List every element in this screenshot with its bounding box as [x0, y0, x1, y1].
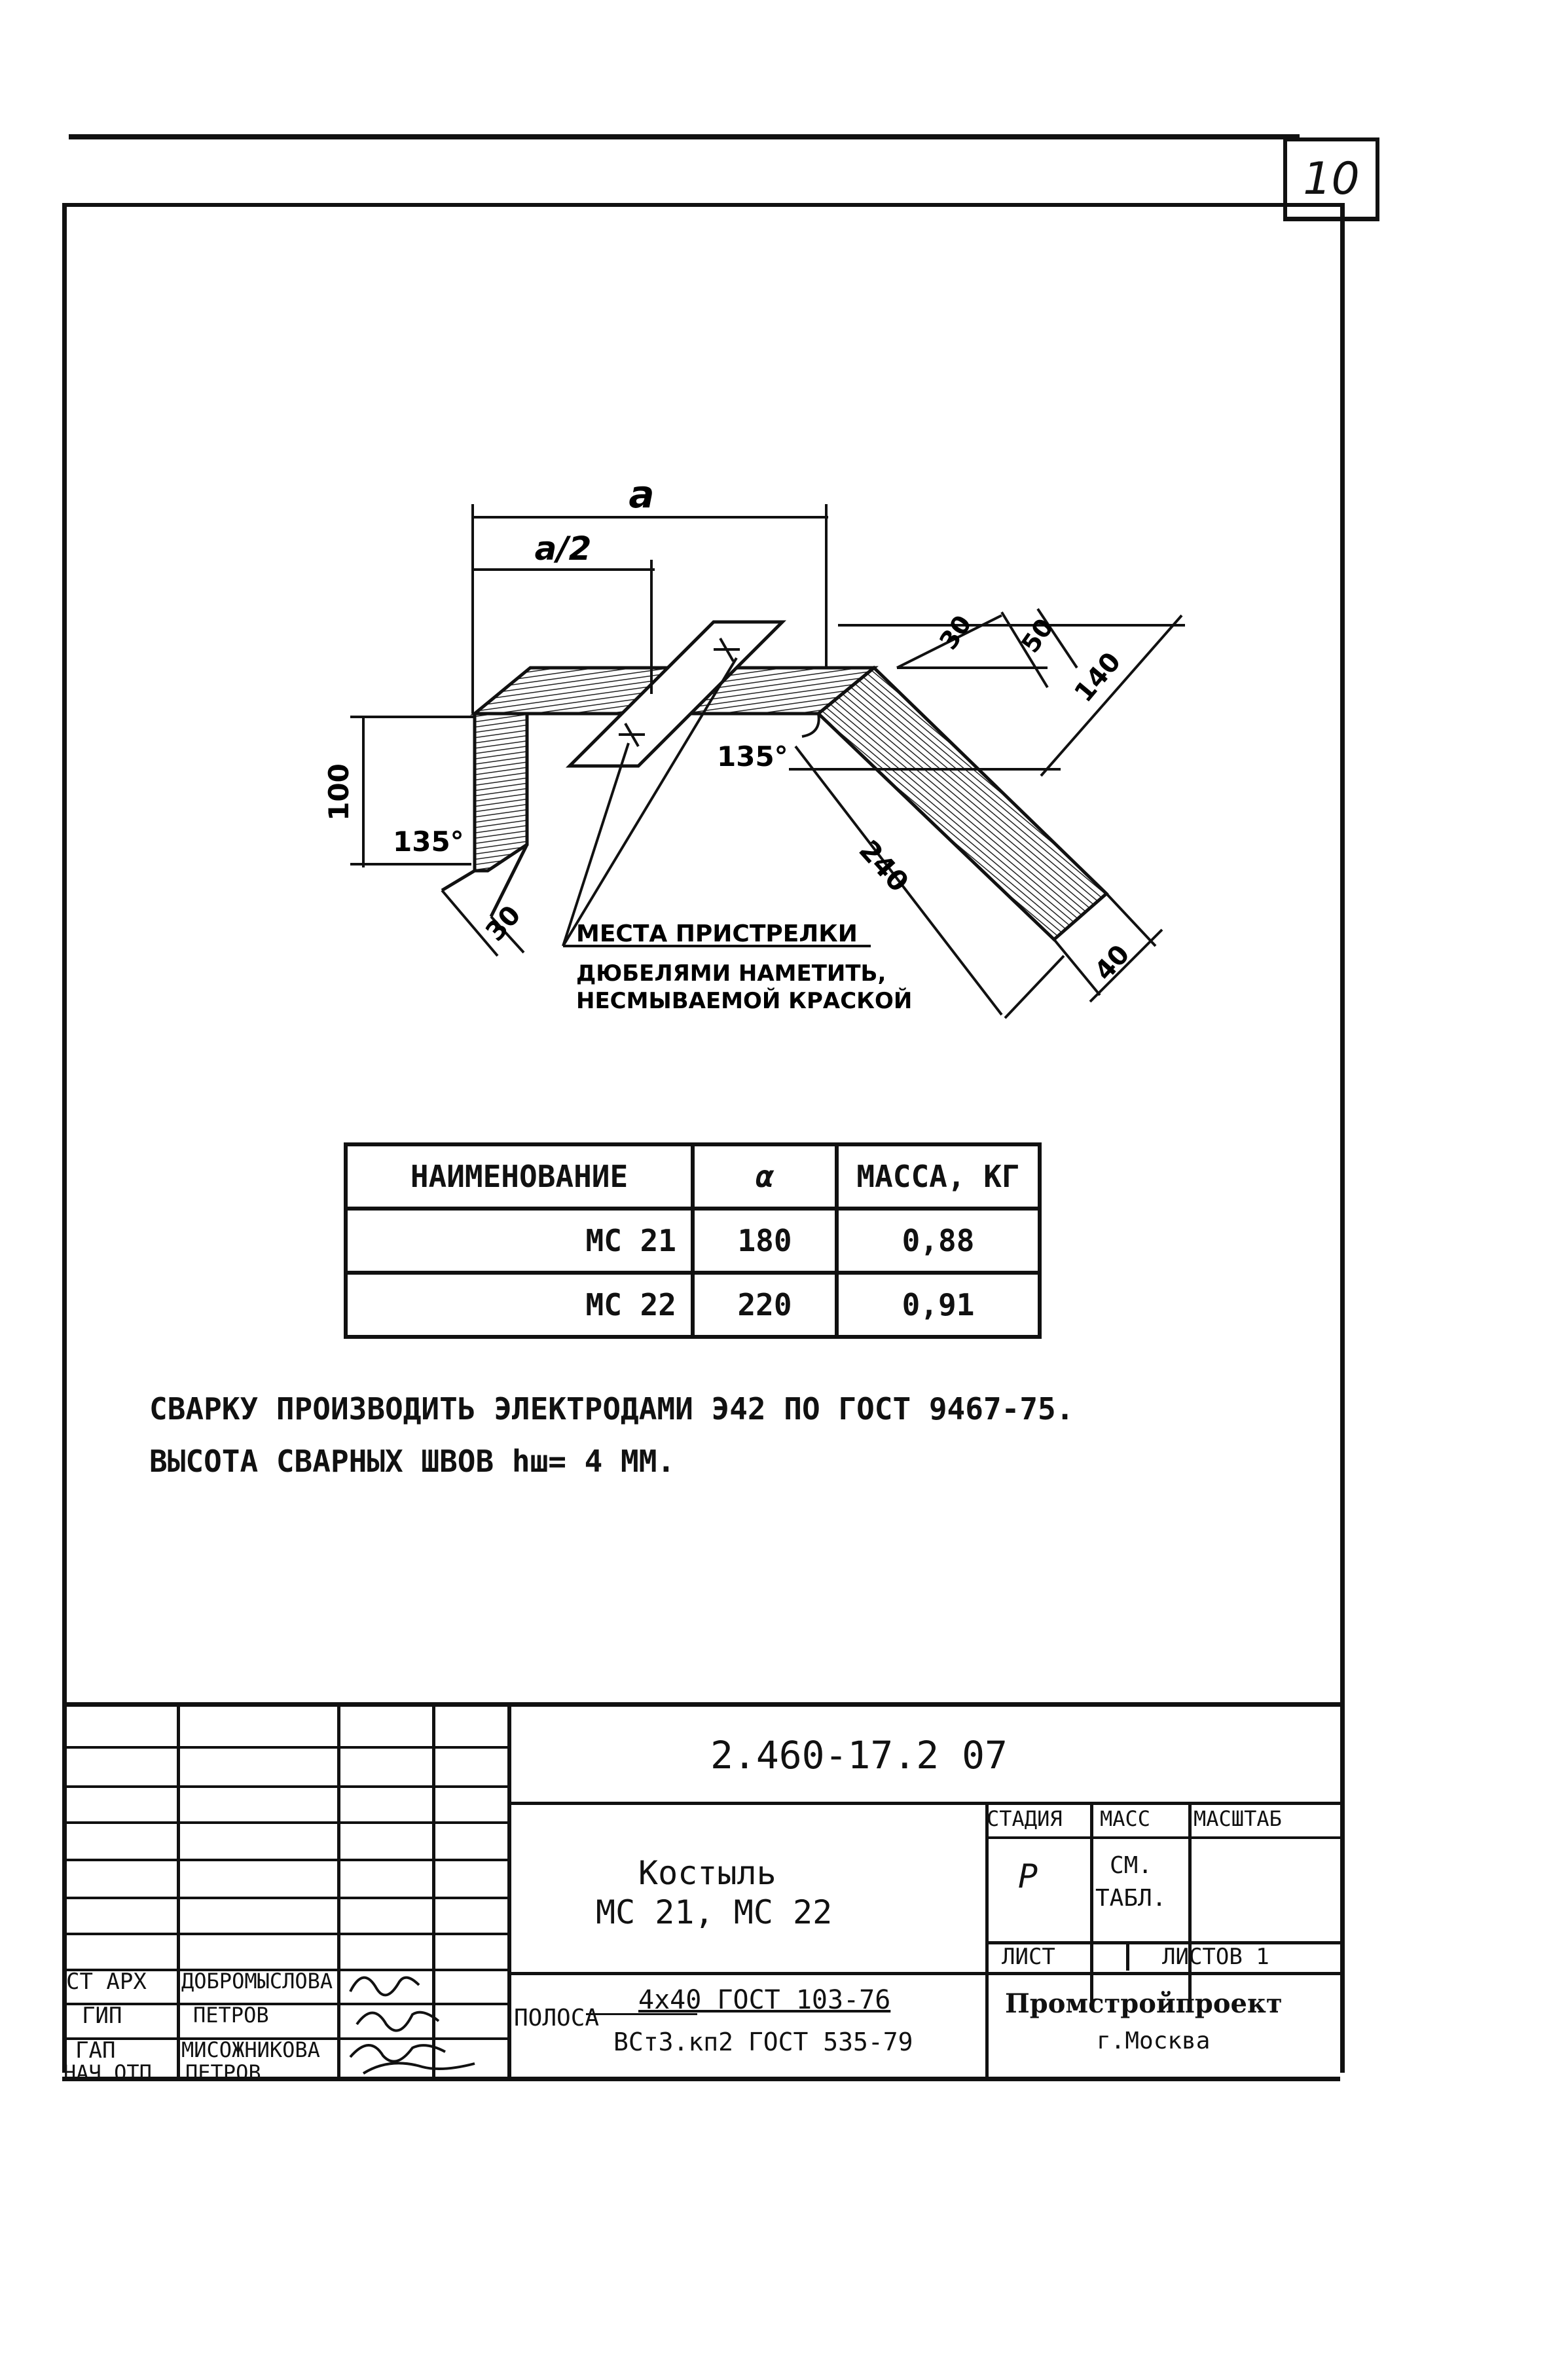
- spec-cell-name: МС 22: [344, 1271, 695, 1339]
- signer-role: ГАП: [75, 2037, 116, 2064]
- sheets-label: ЛИСТОВ 1: [1162, 1944, 1269, 1970]
- spec-cell-a: 180: [691, 1207, 839, 1275]
- tb-vline: [985, 1802, 989, 2077]
- stage-value: Р: [1018, 1857, 1038, 1895]
- org-name: Промстройпроект: [1005, 1988, 1283, 2019]
- spec-cell-name: МС 21: [344, 1207, 695, 1275]
- product-name-line1: Костыль: [638, 1854, 776, 1892]
- signer-name: ДОБРОМЫСЛОВА: [181, 1969, 333, 1994]
- signer-role: СТ АРХ: [66, 1969, 147, 1995]
- material-leader: [586, 2013, 697, 2015]
- mass-value-2: ТАБЛ.: [1095, 1885, 1167, 1912]
- tb-vline: [1090, 1802, 1093, 2008]
- angle-left: 135°: [393, 826, 464, 858]
- bracket-left-leg: [473, 712, 529, 873]
- tb-hline: [62, 2003, 509, 2005]
- spec-header-a: α: [691, 1142, 839, 1211]
- dim-30-top: 30: [934, 610, 977, 655]
- tb-vline: [1126, 1941, 1129, 1971]
- tb-hline: [62, 1897, 509, 1899]
- nailing-template: [565, 620, 787, 768]
- note-welding: СВАРКУ ПРОИЗВОДИТЬ ЭЛЕКТРОДАМИ Э42 ПО ГО…: [149, 1391, 1074, 1427]
- spec-cell-mass: 0,88: [835, 1207, 1042, 1275]
- tb-hline: [62, 1859, 509, 1861]
- callout-line1: МЕСТА ПРИСТРЕЛКИ: [576, 920, 858, 947]
- signer-role: ГИП: [82, 2003, 122, 2029]
- tb-hline: [985, 1941, 1340, 1944]
- tb-vline: [507, 1707, 511, 2077]
- sheet-label: ЛИСТ: [1002, 1944, 1055, 1970]
- spec-cell-a: 220: [691, 1271, 839, 1339]
- spec-table: НАИМЕНОВАНИЕ α МАССА, КГ МС 21 180 0,88 …: [344, 1142, 1042, 1339]
- spec-header-row: НАИМЕНОВАНИЕ α МАССА, КГ: [344, 1142, 1042, 1211]
- material-line2: ВСт3.кп2 ГОСТ 535-79: [613, 2028, 913, 2056]
- dim-100: 100: [323, 763, 355, 821]
- angle-mid: 135°: [717, 740, 788, 773]
- table-row: МС 22 220 0,91: [344, 1271, 1042, 1339]
- callout-line3: НЕСМЫВАЕМОЙ КРАСКОЙ: [576, 987, 912, 1014]
- title-block: СТ АРХ ДОБРОМЫСЛОВА ГИП ПЕТРОВ ГАП МИСОЖ…: [62, 1702, 1340, 2085]
- spec-header-mass: МАССА, КГ: [835, 1142, 1042, 1211]
- table-row: МС 21 180 0,88: [344, 1207, 1042, 1275]
- dim-a-half: a/2: [535, 530, 592, 568]
- dim-40: 40: [1089, 939, 1135, 987]
- dim-a: a: [629, 472, 654, 517]
- material-line1: 4х40 ГОСТ 103-76: [638, 1985, 891, 2015]
- bracket-diagonal-leg: [816, 665, 1109, 942]
- signer-name: МИСОЖНИКОВА: [181, 2037, 320, 2062]
- tb-vline: [337, 1707, 340, 2077]
- tb-vline: [1188, 1802, 1192, 2008]
- tb-vline: [177, 1707, 180, 2077]
- tb-vline: [432, 1707, 435, 2077]
- drawing-frame: [62, 203, 1345, 2073]
- dim-50: 50: [1015, 613, 1059, 659]
- col-stage: СТАДИЯ: [987, 1806, 1063, 1831]
- signer-role: НАЧ ОТП: [64, 2060, 152, 2085]
- product-name-line2: МС 21, МС 22: [596, 1893, 833, 1931]
- spec-cell-mass: 0,91: [835, 1271, 1042, 1339]
- tb-hline: [62, 2037, 509, 2040]
- callout-line2: ДЮБЕЛЯМИ НАМЕТИТЬ,: [576, 960, 886, 987]
- mass-value-1: СМ.: [1110, 1852, 1153, 1879]
- col-mass: МАСС: [1100, 1806, 1151, 1831]
- tb-hline: [62, 1785, 509, 1788]
- dim-30-left: 30: [480, 900, 526, 947]
- bracket-drawing: a a/2 100 135° 30 135° 30 50 140 240 40 …: [323, 472, 1185, 1019]
- org-city: г.Москва: [1097, 2028, 1211, 2054]
- doc-code: 2.460-17.2 07: [710, 1733, 1008, 1777]
- signer-name: ПЕТРОВ: [193, 2003, 269, 2028]
- spec-header-name: НАИМЕНОВАНИЕ: [344, 1142, 695, 1211]
- tb-hline: [62, 1821, 509, 1824]
- signer-name: ПЕТРОВ: [185, 2060, 261, 2085]
- col-scale: МАСШТАБ: [1194, 1806, 1282, 1831]
- material-prefix: ПОЛОСА: [514, 2005, 600, 2031]
- tb-hline: [509, 1972, 1340, 1975]
- tb-hline: [509, 1802, 1340, 1805]
- tb-hline: [62, 1746, 509, 1749]
- tb-hline: [985, 1836, 1340, 1839]
- dim-140: 140: [1068, 647, 1127, 708]
- page-number: 10: [1283, 137, 1379, 221]
- tb-hline: [62, 1933, 509, 1935]
- note-weld-height: ВЫСОТА СВАРНЫХ ШВОВ hш= 4 ММ.: [149, 1444, 676, 1479]
- sheet-top-border: [69, 134, 1300, 139]
- tb-hline: [62, 1969, 509, 1971]
- signatures: [349, 1976, 475, 2075]
